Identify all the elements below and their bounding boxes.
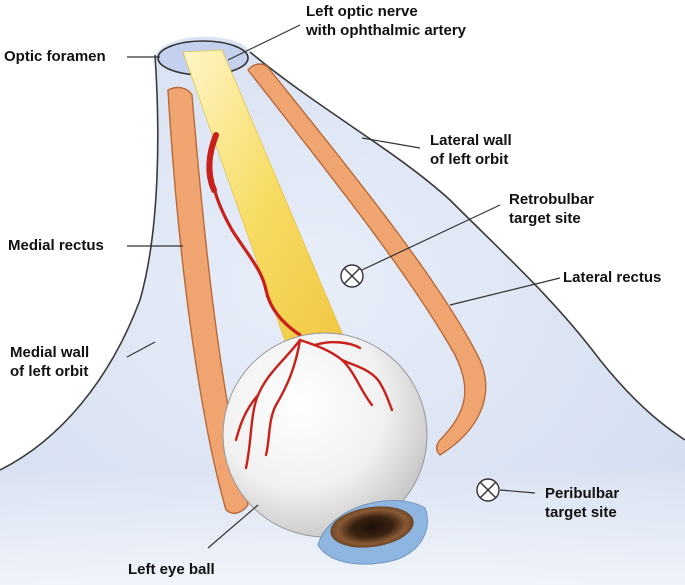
retrobulbar-label: Retrobulbar target site bbox=[509, 190, 594, 228]
lateral-wall-outline bbox=[249, 51, 685, 441]
retrobulbar-label-line1: Retrobulbar bbox=[509, 191, 595, 208]
medial-wall-label-line2: of left orbit bbox=[10, 363, 89, 380]
medial-wall-label: Medial wall of left orbit bbox=[10, 343, 89, 381]
lateral-rectus-label: Lateral rectus bbox=[563, 269, 662, 286]
medial-wall-label-line1: Medial wall bbox=[10, 344, 90, 361]
ophthalmic-artery-origin bbox=[206, 132, 219, 193]
iris-shape bbox=[330, 506, 414, 548]
medial-rectus-muscle bbox=[167, 86, 249, 514]
eye-ball-label: Left eye ball bbox=[128, 561, 215, 578]
optic-foramen-label: Optic foramen bbox=[4, 48, 106, 65]
optic-nerve-label-line2: with ophthalmic artery bbox=[306, 22, 467, 39]
peribulbar-label: Peribulbar target site bbox=[545, 484, 619, 522]
orbit-region bbox=[0, 36, 685, 585]
lateral-rectus-muscle bbox=[247, 63, 487, 456]
peribulbar-label-line1: Peribulbar bbox=[545, 485, 620, 502]
lateral-wall-label-line2: of left orbit bbox=[430, 151, 509, 168]
retrobulbar-label-line2: target site bbox=[509, 210, 581, 227]
peribulbar-label-line2: target site bbox=[545, 504, 617, 521]
lateral-wall-label: Lateral wall of left orbit bbox=[430, 131, 512, 169]
medial-rectus-label: Medial rectus bbox=[8, 237, 104, 254]
retrobulbar-target-icon bbox=[340, 264, 364, 288]
retinal-vessels bbox=[234, 338, 394, 470]
leader-lines bbox=[126, 24, 561, 549]
optic-nerve-label-line1: Left optic nerve bbox=[306, 3, 418, 20]
optic-nerve-label: Left optic nerve with ophthalmic artery bbox=[306, 2, 466, 40]
medial-wall-outline bbox=[0, 54, 159, 471]
peribulbar-target-icon bbox=[476, 478, 500, 502]
lateral-wall-label-line1: Lateral wall bbox=[430, 132, 512, 149]
